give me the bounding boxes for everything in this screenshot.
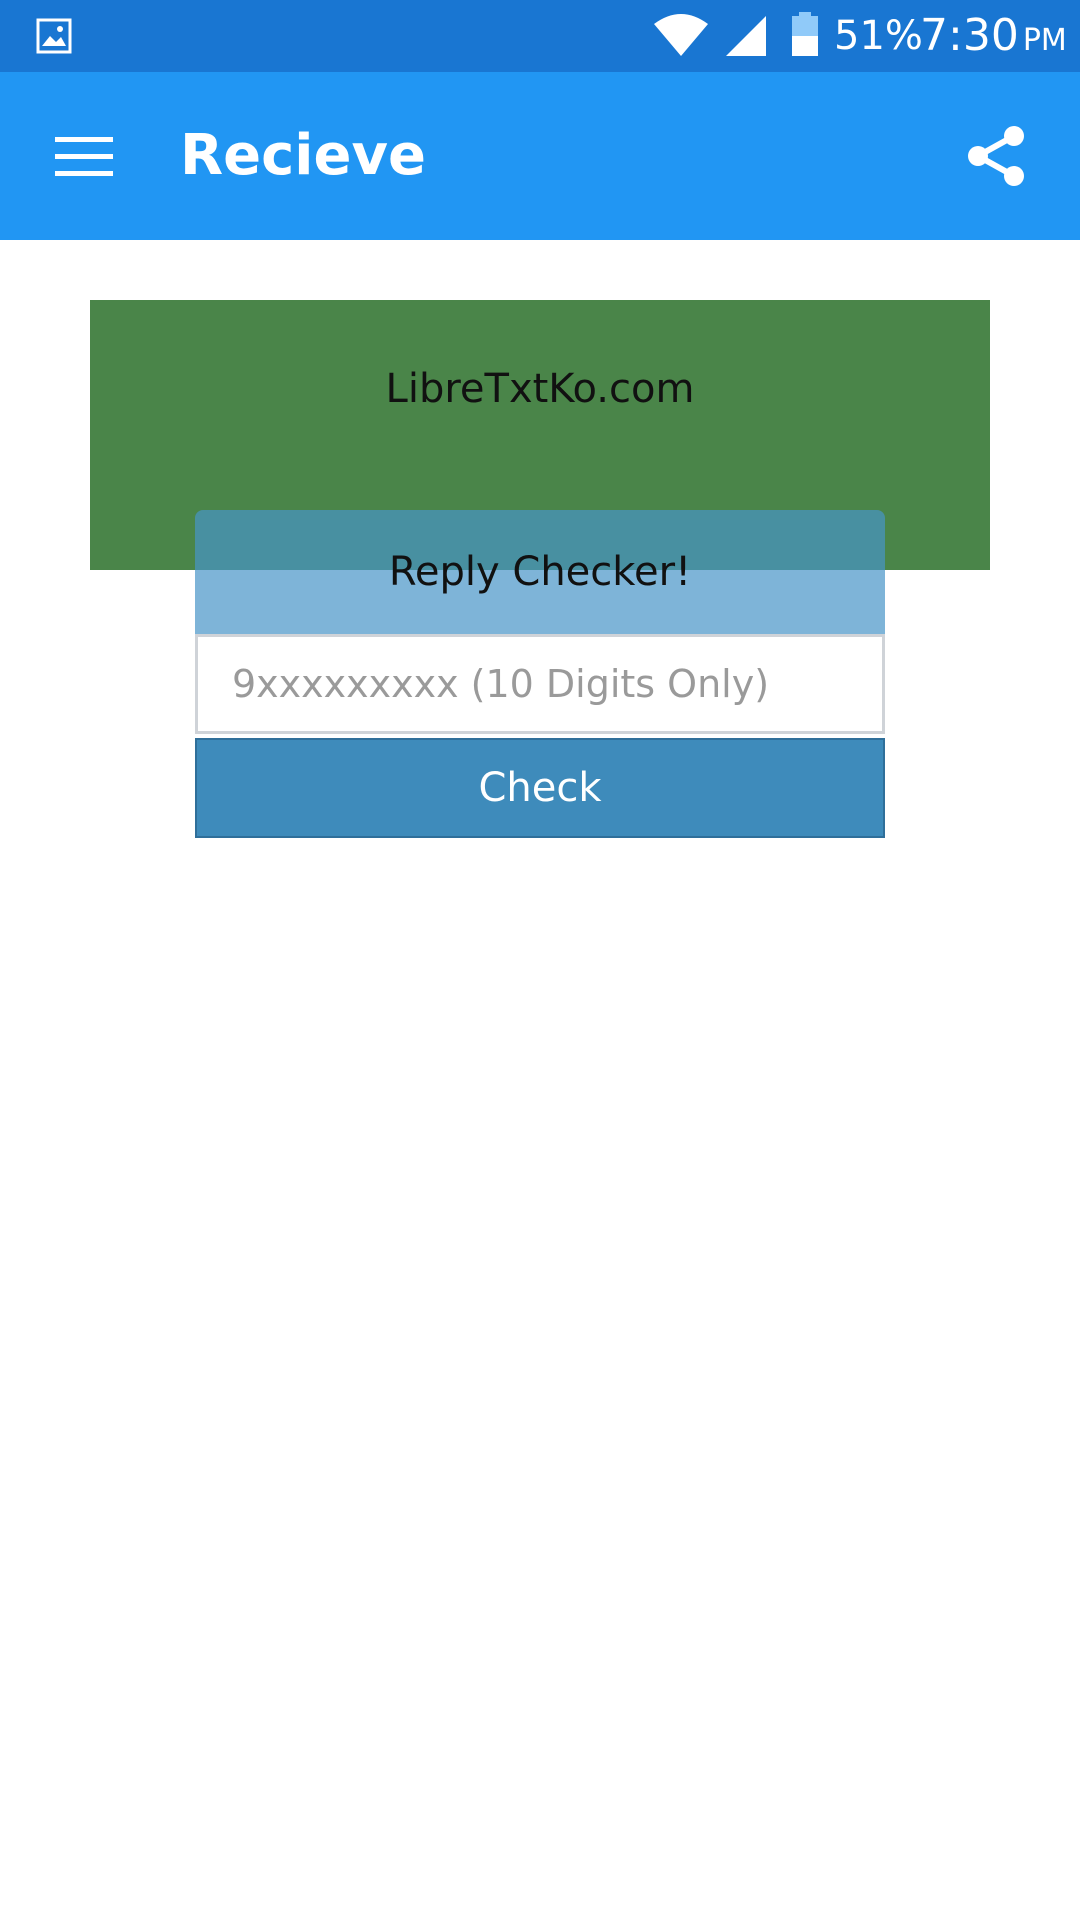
check-button[interactable]: Check [195,738,885,838]
phone-number-input[interactable] [195,634,885,734]
wifi-icon [654,14,708,56]
cell-signal-icon [726,16,766,56]
clock-ampm: PM [1022,23,1067,58]
menu-button[interactable] [40,116,128,196]
hamburger-menu-icon [55,137,113,176]
app-bar: Recieve [0,72,1080,240]
banner-text: LibreTxtKo.com [385,366,695,412]
battery-percentage: 51% [834,13,923,59]
reply-checker-card: Reply Checker! Check [195,510,885,838]
share-icon [968,126,1024,186]
page-title: Recieve [180,123,426,188]
share-button[interactable] [956,116,1036,196]
reply-checker-heading: Reply Checker! [195,510,885,634]
clock-time: 7:30 [920,10,1019,61]
image-icon [36,18,72,54]
battery-icon [792,12,818,56]
